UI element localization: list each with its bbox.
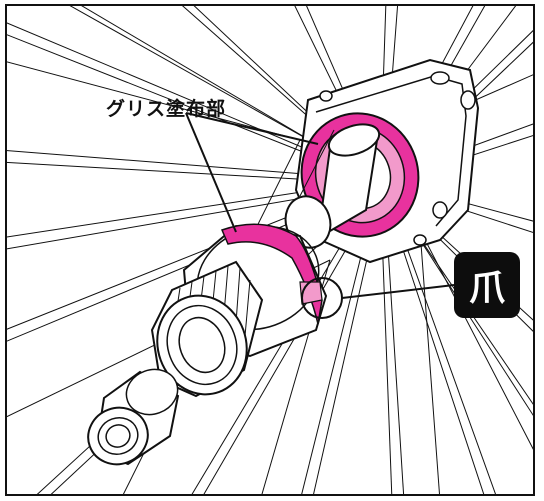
image-border bbox=[5, 4, 535, 496]
callout-lines bbox=[185, 112, 455, 319]
claw-badge: 爪 bbox=[454, 252, 520, 318]
axle-end-cap bbox=[87, 368, 180, 466]
freehub-body bbox=[150, 223, 328, 398]
grease-area-label: グリス塗布部 bbox=[106, 98, 227, 120]
hub-axle bbox=[284, 123, 381, 249]
